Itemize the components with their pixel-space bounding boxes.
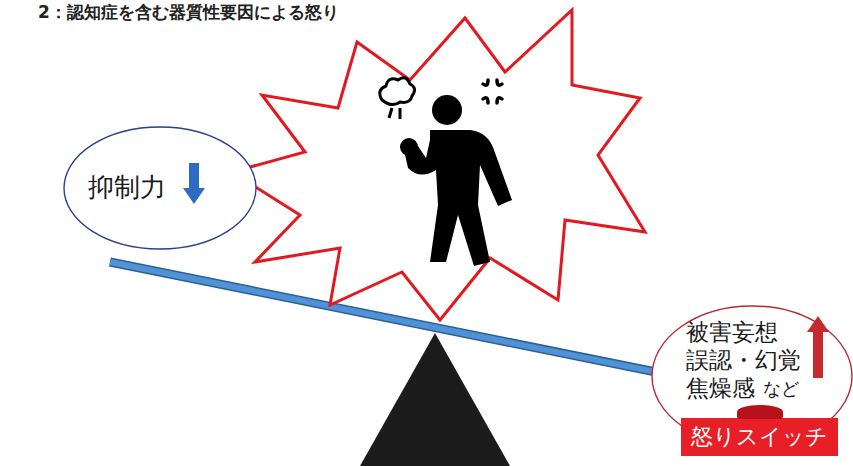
steam-symbol bbox=[380, 78, 415, 119]
ellipse-shape bbox=[64, 127, 256, 249]
node-text: 被害妄想 bbox=[686, 318, 778, 346]
diagram-title: 2：認知症を含む器質性要因による怒り bbox=[38, 1, 339, 24]
angry-person-icon bbox=[400, 95, 512, 266]
node-text: など bbox=[763, 378, 799, 400]
node-text: 抑制力 bbox=[88, 172, 166, 203]
node-text: 誤認・幻覚 bbox=[686, 346, 801, 374]
node-text: 怒りスイッチ bbox=[681, 418, 838, 456]
anger-starburst bbox=[232, 10, 645, 320]
fulcrum-triangle bbox=[360, 333, 510, 466]
suppression-ellipse: 抑制力 bbox=[63, 126, 257, 250]
anger-mark-symbol bbox=[483, 80, 502, 103]
node-text: 焦燥感 bbox=[686, 374, 755, 402]
switch-knob bbox=[737, 405, 783, 419]
decrease-arrow bbox=[183, 163, 205, 204]
increase-arrow bbox=[807, 316, 829, 378]
anger-switch-box: 怒りスイッチ bbox=[681, 418, 838, 456]
